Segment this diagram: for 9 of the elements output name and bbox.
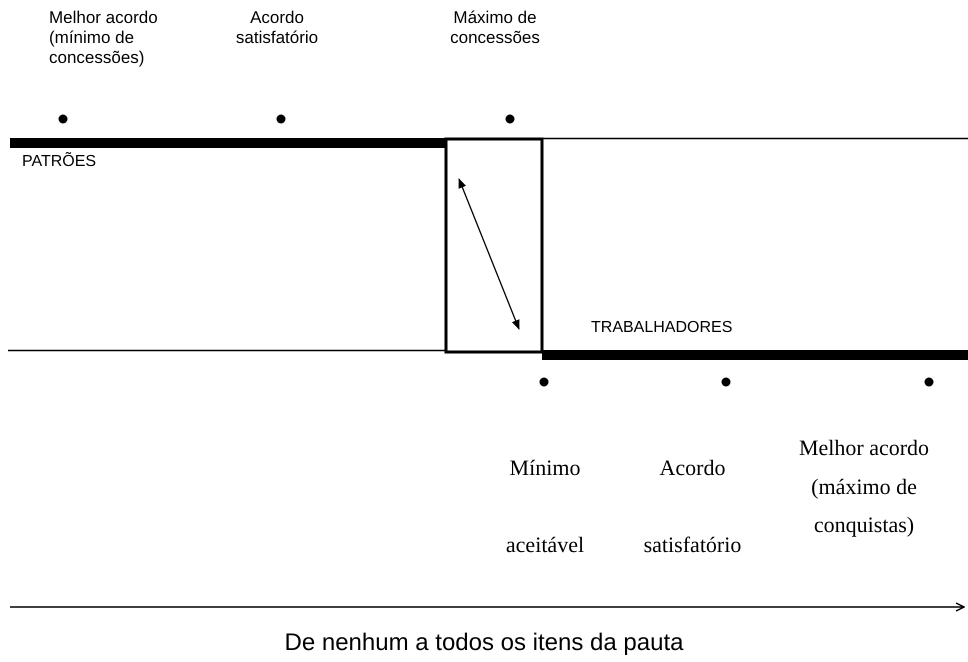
axis-caption: De nenhum a todos os itens da pauta — [284, 628, 684, 658]
group-label: PATRÕES — [22, 152, 98, 172]
label-text: Melhor acordo (mínimo de concessões) — [49, 8, 159, 68]
group-label: TRABALHADORES — [591, 318, 734, 338]
label-text: Melhor acordo (máximo de conquistas) — [798, 434, 930, 539]
label-text: Mínimo aceitável — [504, 454, 586, 559]
label-text: Máximo de concessões — [449, 8, 541, 48]
label-text: Acordo satisfatório — [234, 8, 320, 48]
label-text: Acordo satisfatório — [642, 454, 742, 559]
